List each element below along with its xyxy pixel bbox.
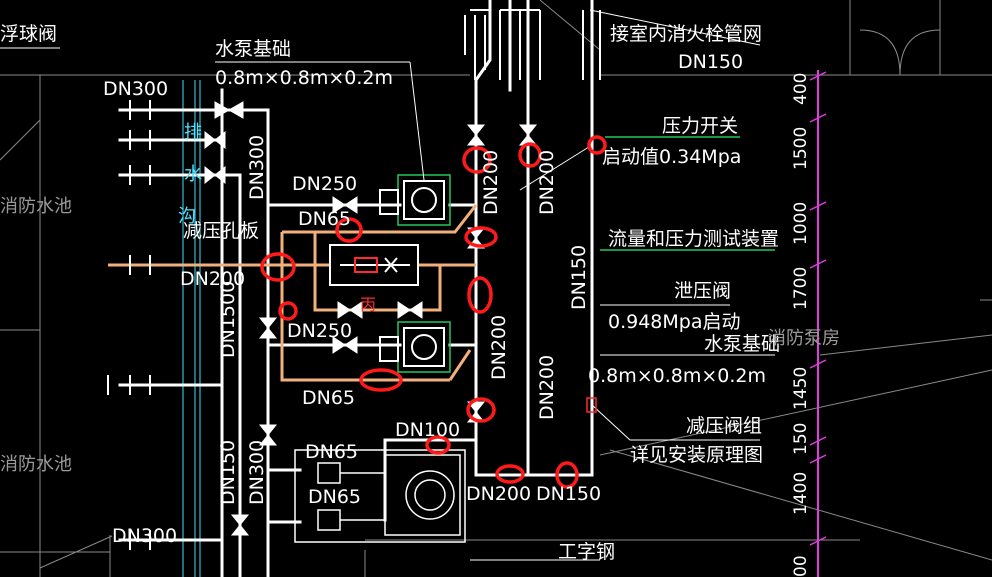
- pumps: [379, 180, 445, 367]
- text-labels: 浮球阀 水泵基础 0.8m×0.8m×0.2m DN300 接室内消火栓管网 D…: [0, 23, 840, 563]
- drainage-trench-lines: [182, 80, 201, 577]
- jockey-pump-skid: [294, 449, 466, 543]
- highlight-ellipse: [425, 435, 451, 455]
- label-orifice-plate: 减压孔板: [183, 220, 259, 242]
- highlight-ellipse: [467, 276, 493, 314]
- label-pump-base-top-title: 水泵基础: [215, 38, 291, 60]
- label-dn65-lower: DN65: [302, 387, 355, 409]
- label-pump-base-top-size: 0.8m×0.8m×0.2m: [215, 67, 393, 89]
- label-dn200-bottom: DN200: [466, 483, 531, 505]
- label-pipe-dn300-v2: DN300: [246, 440, 268, 505]
- label-dn300-top: DN300: [103, 78, 168, 100]
- label-relief-valve: 泄压阀: [674, 280, 731, 302]
- label-dn300-bottom: DN300: [112, 525, 177, 547]
- label-float-valve: 浮球阀: [0, 23, 57, 45]
- highlight-ellipse: [462, 146, 492, 174]
- label-dn65-upper: DN65: [298, 208, 351, 230]
- label-pump-base-lower-title: 水泵基础: [704, 333, 780, 355]
- highlight-ellipse: [518, 142, 542, 168]
- label-dn250-lower: DN250: [287, 320, 352, 342]
- red-highlight-markers: [260, 135, 607, 489]
- flow-test-device: [329, 244, 419, 286]
- dimension-value: 1700: [791, 267, 811, 310]
- dimension-value: 150: [791, 423, 811, 455]
- label-pipe-dn200-v3: DN200: [488, 315, 510, 380]
- label-prv-group: 减压阀组: [686, 415, 762, 437]
- highlight-ellipse: [587, 135, 607, 155]
- dimension-value: 400: [791, 73, 811, 105]
- label-to-indoor-hydrant: 接室内消火栓管网: [610, 23, 762, 45]
- highlight-ellipse: [335, 217, 363, 243]
- label-pipe-dn150-v: DN150: [217, 440, 239, 505]
- label-dn65-box-a: DN65: [305, 441, 358, 463]
- label-pipe-dn1500-v: DN1500: [217, 281, 239, 358]
- label-dn100: DN100: [395, 419, 460, 441]
- test-loop-piping: [108, 204, 478, 382]
- label-pump-base-lower-size: 0.8m×0.8m×0.2m: [588, 365, 766, 387]
- label-fire-pool-upper: 消防水池: [0, 196, 72, 217]
- label-trench-gou: 沟: [178, 206, 196, 227]
- dimension-values: 400 1500 1000 1700 1450 150 1400 00: [791, 73, 811, 577]
- label-pressure-switch-start: 启动值0.34Mpa: [602, 146, 741, 168]
- label-i-beam: 工字钢: [558, 541, 615, 563]
- label-trench-shui: 水: [184, 164, 202, 185]
- prv-group-marker: [586, 397, 597, 413]
- dimension-value: 1450: [791, 367, 811, 410]
- highlight-ellipse: [278, 301, 298, 321]
- label-flow-test-device: 流量和压力测试装置: [608, 228, 779, 250]
- highlight-ellipse: [555, 461, 579, 489]
- label-relief-valve-setting: 0.948Mpa启动: [608, 311, 741, 333]
- label-red-valve-mark: 丙: [360, 295, 376, 314]
- highlight-ellipse: [495, 464, 525, 484]
- highlight-ellipse: [464, 226, 498, 248]
- label-pipe-dn200-v1: DN200: [480, 150, 502, 215]
- label-prv-group-note: 详见安装原理图: [630, 444, 763, 466]
- label-trench-pai: 排: [184, 122, 202, 143]
- suction-stubs: [107, 100, 151, 550]
- dimension-value: 00: [791, 555, 811, 577]
- label-dn65-box-b: DN65: [308, 486, 361, 508]
- label-dn200-left: DN200: [180, 268, 245, 290]
- highlight-ellipse: [466, 397, 496, 423]
- label-pipe-dn200-v4: DN200: [536, 355, 558, 420]
- highlight-ellipse: [260, 252, 296, 282]
- dimension-value: 1000: [791, 202, 811, 245]
- dimension-chain: [809, 70, 827, 577]
- label-fire-pool-lower: 消防水池: [0, 454, 72, 475]
- label-dn250-upper: DN250: [292, 173, 357, 195]
- label-pipe-dn150-v2: DN150: [568, 245, 590, 310]
- riser-header-outline: [464, 9, 601, 80]
- label-pressure-switch: 压力开关: [662, 115, 738, 137]
- label-pipe-dn200-v2: DN200: [536, 150, 558, 215]
- label-dn150-bottom: DN150: [536, 483, 601, 505]
- label-dn150-top: DN150: [678, 51, 743, 73]
- label-pipe-dn300-v1: DN300: [246, 135, 268, 200]
- label-pump-room: 消防泵房: [768, 328, 840, 349]
- dimension-value: 1400: [791, 472, 811, 515]
- dimension-value: 1500: [791, 127, 811, 170]
- highlight-ellipse: [359, 368, 403, 392]
- leader-lines: [0, 9, 775, 561]
